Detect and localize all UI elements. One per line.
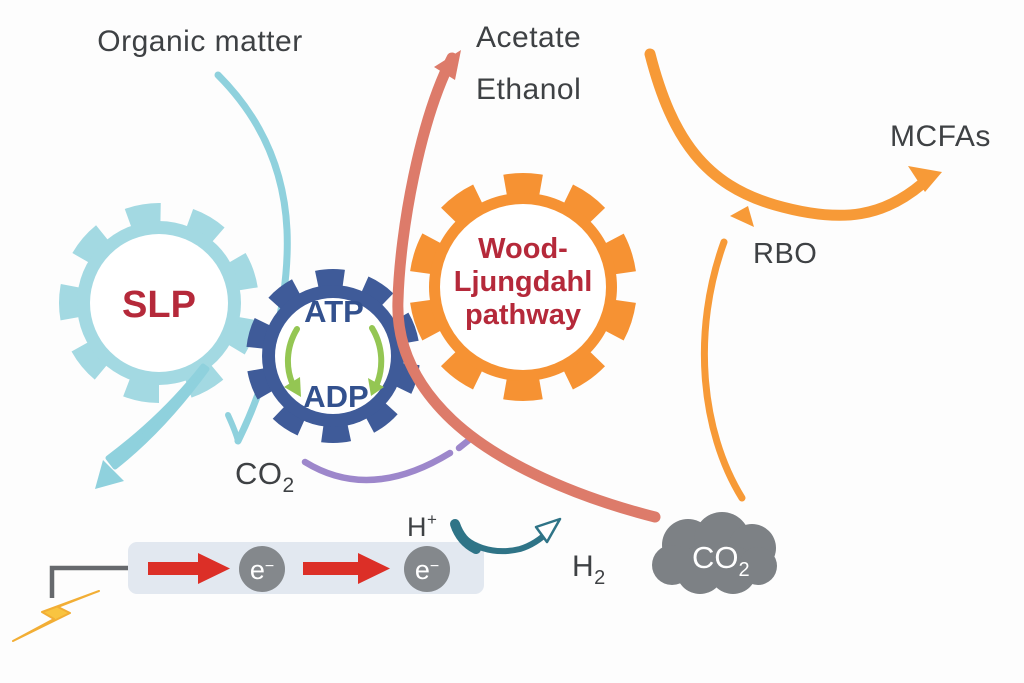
electron-circle-right — [404, 546, 450, 592]
slp-gear-icon: SLP — [59, 203, 259, 403]
lightning-bolt-icon — [12, 590, 100, 642]
slp-output-swoosh — [105, 363, 210, 470]
atp-label: ATP — [304, 294, 364, 329]
rbo-arrowhead — [730, 206, 754, 227]
cycle-arrow-right-head — [368, 378, 384, 396]
mcfas-label: MCFAs — [890, 120, 991, 153]
electron-flow-arrow-1 — [148, 553, 230, 584]
electron-left-label: e− — [250, 555, 274, 585]
slp-label: SLP — [122, 284, 196, 326]
slp-gear-teeth — [59, 203, 259, 403]
ethanol-label: Ethanol — [476, 73, 581, 106]
co2-cloud-label: CO2 — [692, 540, 750, 581]
acetate-label: Acetate — [476, 21, 581, 54]
mcfa-arrowhead — [908, 166, 942, 192]
h2-label: H2 — [572, 550, 606, 589]
wood-label-line3: pathway — [465, 299, 581, 331]
h2-arrow-curve — [453, 523, 552, 555]
h2-arrowhead — [534, 517, 562, 544]
cycle-arrow-left-head — [284, 377, 301, 397]
slp-output-arrowhead — [95, 460, 124, 489]
co2-recycle-arc — [301, 449, 454, 484]
electron-circle-left — [239, 546, 285, 592]
h-plus-label: H+ — [407, 510, 437, 542]
cloud-lobe — [739, 547, 777, 585]
electron-right-label: e− — [415, 555, 439, 585]
slp-gear-center — [90, 234, 228, 372]
acetate-ethanol-arrowhead — [434, 50, 461, 80]
atp-gear-center — [275, 298, 391, 414]
co2-recycle-arc-stub — [455, 436, 473, 452]
acetate-ethanol-arrow — [392, 52, 661, 523]
organic-matter-curve-tail — [225, 412, 241, 444]
electron-flow-arrow-2 — [303, 553, 390, 584]
cycle-arrow-right — [369, 325, 385, 389]
rbo-label: RBO — [753, 238, 817, 270]
cloud-lobe — [676, 546, 724, 594]
rbo-arrow — [700, 238, 746, 502]
organic-matter-label: Organic matter — [97, 25, 302, 58]
h2-arrow — [450, 517, 562, 555]
adp-label: ADP — [303, 379, 368, 414]
power-wire — [49, 565, 130, 598]
electron-transport-chain: e− e− — [12, 542, 484, 642]
wood-gear-teeth — [409, 173, 637, 401]
wood-label-line2: Ljungdahl — [454, 266, 593, 298]
wood-ljungdahl-gear-icon: Wood- Ljungdahl pathway — [409, 173, 637, 401]
wood-gear-center — [440, 204, 606, 370]
mcfa-arrow — [644, 48, 928, 221]
co2-cloud-icon: CO2 — [652, 512, 777, 594]
co2-recycle-label: CO2 — [235, 456, 295, 497]
wood-label-line1: Wood- — [478, 233, 568, 265]
